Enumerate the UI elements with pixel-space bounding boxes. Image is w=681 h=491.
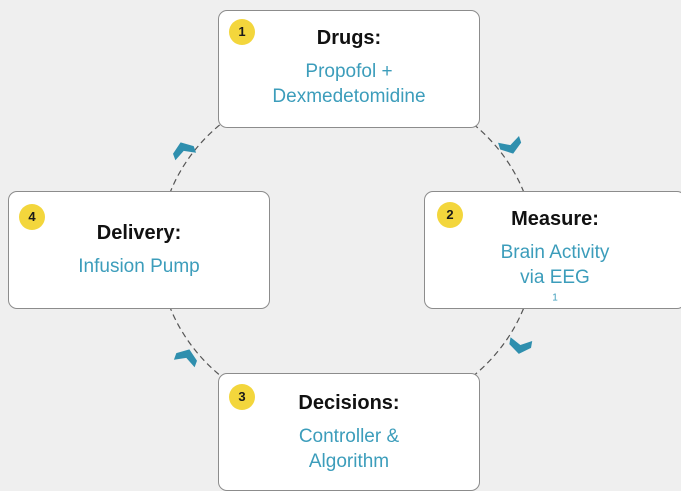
step-title: Decisions: [298,392,400,414]
step-title: Delivery: [96,222,182,244]
step-description-line: Dexmedetomidine [272,86,426,107]
step-description-line: Brain Activity [500,242,610,263]
step-description-line: via EEG 1 [425,265,681,315]
step-description-line: Controller & [298,426,400,447]
chevron-arrow-icon [498,135,522,154]
chevron-arrow-icon [509,337,533,354]
step-number-badge: 3 [229,384,255,410]
step-card-drugs: 1 Drugs: Propofol + Dexmedetomidine [218,10,480,128]
step-number-badge: 1 [229,19,255,45]
step-title: Drugs: [316,27,382,49]
step-number-badge: 4 [19,204,45,230]
step-description: Brain Activity via EEG 1 [425,240,681,315]
step-number-badge: 2 [437,202,463,228]
chevron-arrow-icon [173,142,197,161]
step-title: Measure: [511,208,599,230]
step-card-delivery: 4 Delivery: Infusion Pump [8,191,270,309]
step-description-line: Propofol + [305,61,393,82]
step-card-measure: 2 Measure: Brain Activity via EEG 1 [424,191,681,309]
step-description-line: Algorithm [308,451,390,472]
step-description-line: Infusion Pump [78,256,200,277]
step-description: Infusion Pump [9,254,269,279]
footnote-marker: 1 [552,292,558,304]
eeg-label: via EEG [520,267,590,288]
chevron-arrow-icon [173,349,197,368]
step-description: Controller & Algorithm [219,424,479,474]
step-card-decisions: 3 Decisions: Controller & Algorithm [218,373,480,491]
step-description: Propofol + Dexmedetomidine [219,59,479,109]
